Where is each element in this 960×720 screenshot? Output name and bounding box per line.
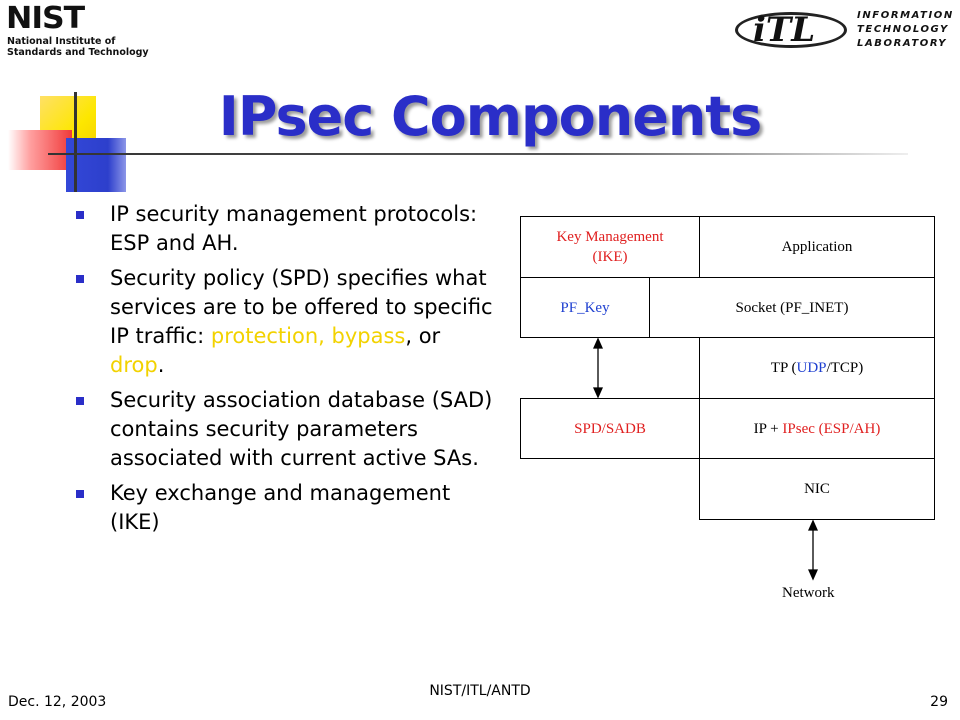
- bullet-item: Security association database (SAD) cont…: [74, 386, 494, 473]
- itl-line-1: INFORMATION: [857, 10, 954, 21]
- tp-udp: UDP: [796, 360, 827, 376]
- network-label: Network: [782, 585, 835, 601]
- nist-line-2: Standards and Technology: [7, 47, 149, 58]
- bullet-item: Key exchange and management (IKE): [74, 479, 494, 537]
- decor-vertical-line: [74, 92, 77, 192]
- bullet-list: IP security management protocols: ESP an…: [74, 200, 494, 543]
- nic-network-arrow: [807, 519, 819, 581]
- bullet-text: Key exchange and management (IKE): [110, 481, 451, 534]
- key-management-box: Key Management (IKE): [520, 216, 700, 278]
- bullet-text: IP security management protocols: ESP an…: [110, 202, 478, 255]
- page-number: 29: [930, 694, 948, 710]
- key-management-line-2: (IKE): [592, 249, 628, 265]
- spd-sadb-label: SPD/SADB: [574, 420, 646, 437]
- bullet-square-icon: [76, 211, 84, 219]
- bullet-square-icon: [76, 490, 84, 498]
- ipsec-label: IPsec (ESP/AH): [782, 420, 881, 437]
- socket-label: Socket (PF_INET): [735, 299, 849, 316]
- bullet-square-icon: [76, 275, 84, 283]
- tp-prefix: TP (: [770, 360, 797, 376]
- bullet-text: .: [157, 353, 165, 377]
- decor-red-square: [8, 130, 72, 170]
- ip-prefix: IP +: [753, 420, 783, 437]
- transport-label: TP (UDP/TCP): [771, 358, 863, 378]
- pf-key-label: PF_Key: [560, 299, 610, 316]
- bullet-item: IP security management protocols: ESP an…: [74, 200, 494, 258]
- application-label: Application: [781, 239, 853, 255]
- bullet-text: , or: [405, 324, 441, 348]
- ipsec-stack-diagram: Key Management (IKE) Application PF_Key …: [508, 205, 948, 625]
- highlight-bypass: bypass: [331, 324, 406, 348]
- itl-logo: iTL INFORMATION TECHNOLOGY LABORATORY: [735, 6, 955, 54]
- pf-key-spd-arrow: [592, 337, 604, 399]
- tp-suffix: /TCP): [826, 360, 864, 376]
- slide-title: IPsec Components: [218, 85, 763, 148]
- bullet-text-space: [325, 324, 332, 348]
- itl-line-2: TECHNOLOGY: [857, 24, 949, 35]
- itl-oval: [735, 12, 847, 48]
- nist-wordmark: NIST: [6, 1, 85, 36]
- nist-line-1: National Institute of: [7, 36, 116, 47]
- bullet-square-icon: [76, 397, 84, 405]
- key-management-label: Key Management (IKE): [556, 227, 663, 267]
- itl-line-3: LABORATORY: [857, 38, 948, 49]
- footer-date: Dec. 12, 2003: [8, 694, 107, 710]
- title-underline: [48, 153, 908, 155]
- bullet-text: Security association database (SAD) cont…: [110, 388, 493, 470]
- key-management-line-1: Key Management: [556, 229, 664, 245]
- footer-center: NIST/ITL/ANTD: [429, 683, 531, 699]
- ip-ipsec-label: IP + IPsec (ESP/AH): [754, 419, 881, 439]
- nic-box: NIC: [699, 458, 935, 520]
- itl-mark: iTL: [753, 10, 816, 50]
- nist-logo: NIST National Institute of Standards and…: [6, 4, 166, 60]
- bullet-item: Security policy (SPD) specifies what ser…: [74, 264, 494, 380]
- diagram-arrows: [592, 337, 819, 581]
- highlight-drop: drop: [110, 353, 158, 377]
- nic-label: NIC: [804, 481, 830, 497]
- highlight-protection: protection,: [210, 324, 325, 348]
- bullet-text: Security policy (SPD) specifies what ser…: [110, 266, 493, 348]
